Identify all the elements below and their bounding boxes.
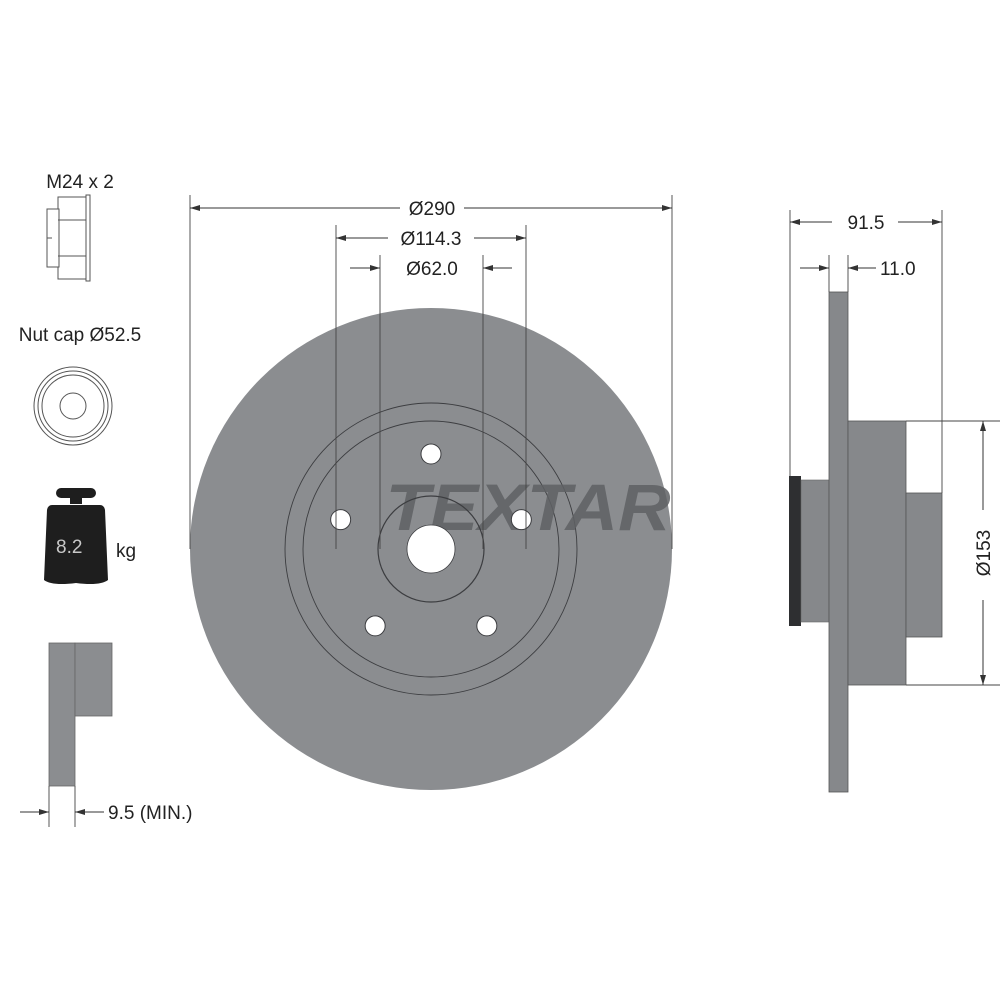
nut-cap-icon bbox=[33, 366, 113, 446]
disc-thickness-label: 11.0 bbox=[880, 259, 916, 280]
min-thickness-label: 9.5 (MIN.) bbox=[108, 803, 192, 824]
outer-diameter-label: Ø290 bbox=[409, 199, 455, 220]
front-dimensions bbox=[189, 195, 673, 549]
center-bore-label: Ø62.0 bbox=[406, 259, 458, 280]
bolt-hole bbox=[476, 615, 498, 637]
bolt-hole bbox=[420, 443, 442, 465]
bolt-hole bbox=[510, 509, 532, 531]
hub-diameter-label: Ø153 bbox=[974, 530, 995, 576]
bolt-circle-label: Ø114.3 bbox=[401, 229, 462, 250]
weight-unit: kg bbox=[116, 541, 136, 562]
nut-cap-label: Nut cap Ø52.5 bbox=[19, 325, 142, 346]
disc-side-view bbox=[789, 291, 943, 793]
min-thickness-icon bbox=[20, 642, 113, 827]
nut-icon bbox=[46, 194, 91, 282]
disc-front-view: TEXTAR bbox=[190, 308, 672, 790]
bolt-hole bbox=[330, 509, 352, 531]
weight-icon bbox=[44, 488, 108, 584]
nut-label: M24 x 2 bbox=[46, 172, 114, 193]
weight-value: 8.2 bbox=[56, 537, 82, 558]
bolt-hole bbox=[364, 615, 386, 637]
side-dimensions bbox=[789, 210, 1000, 686]
total-height-label: 91.5 bbox=[848, 213, 885, 234]
